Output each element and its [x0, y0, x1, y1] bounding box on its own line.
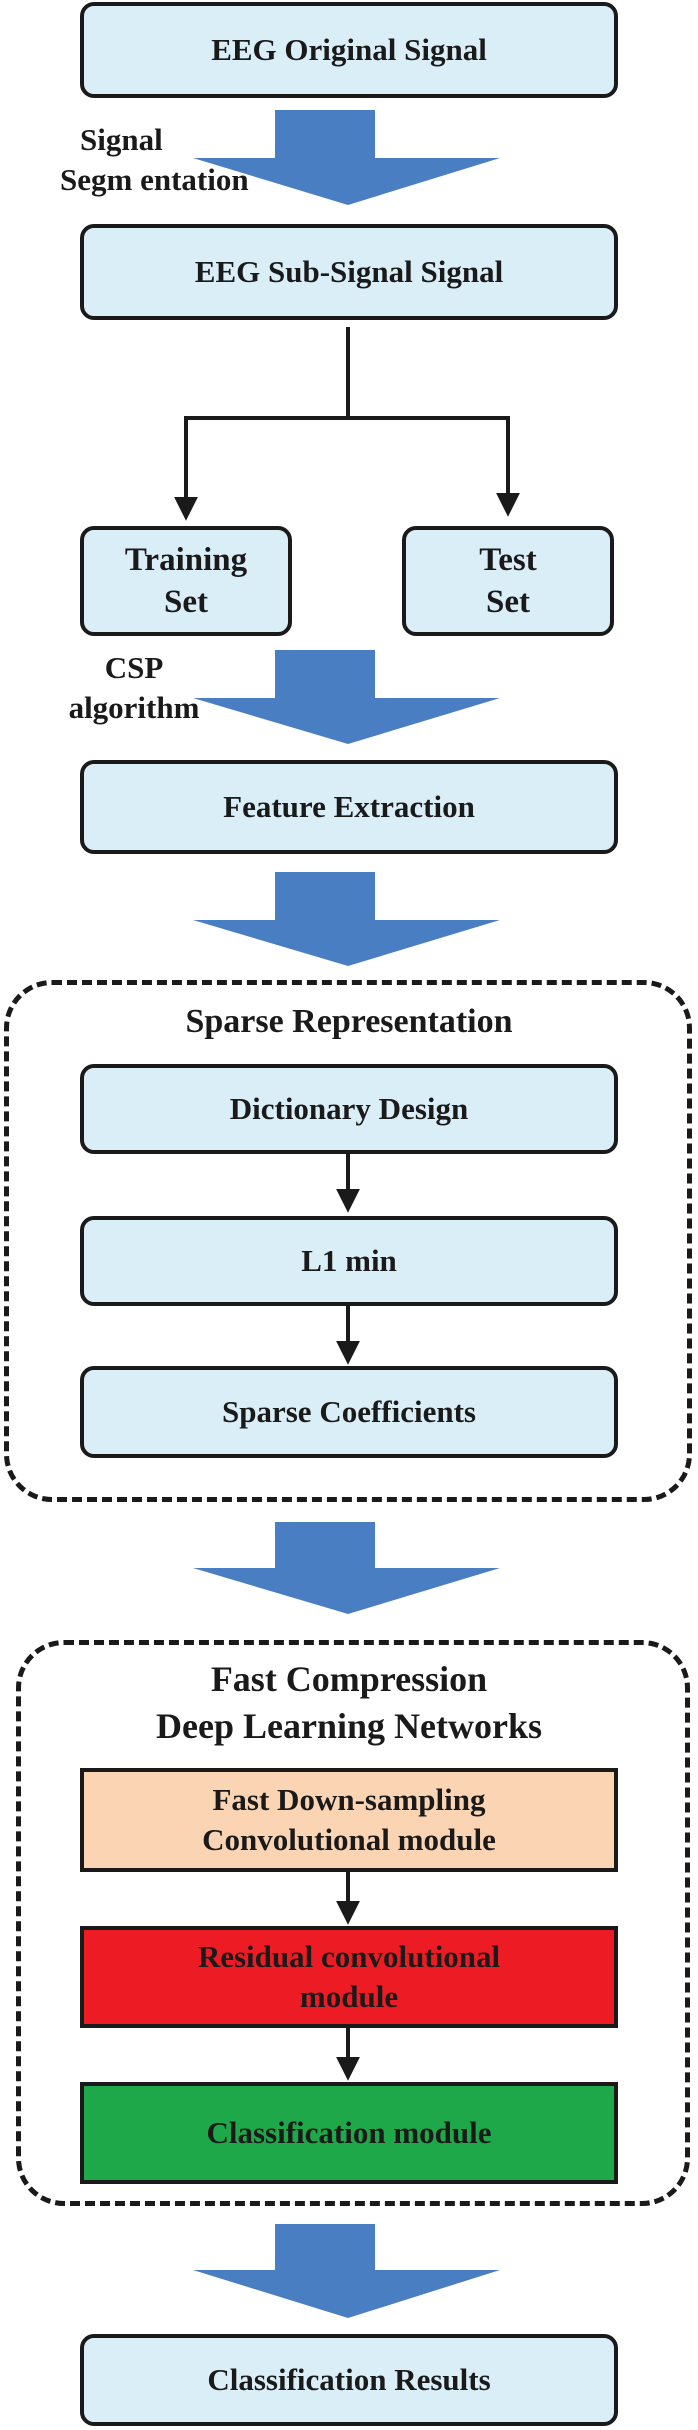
sparse-coefficients-text: Sparse Coefficients [222, 1394, 476, 1430]
feature-extraction-text: Feature Extraction [223, 789, 475, 825]
training-set-box: Training Set [80, 526, 292, 636]
residual-line1: Residual convolutional [197, 1939, 501, 1975]
feature-extraction-box: Feature Extraction [80, 760, 618, 854]
training-set-line2: Set [164, 584, 208, 620]
test-set-line2: Set [486, 584, 530, 620]
split-connector [184, 327, 508, 512]
residual-line2: module [299, 1979, 399, 2014]
eeg-sub-signal-text: EEG Sub-Signal Signal [194, 254, 504, 290]
deep-learning-title: Fast Compression Deep Learning Networks [60, 1656, 638, 1750]
eeg-sub-signal-box: EEG Sub-Signal Signal [80, 224, 618, 320]
classification-results-text: Classification Results [207, 2362, 491, 2398]
deep-learning-group [16, 1640, 690, 2206]
test-set-box: Test Set [402, 526, 614, 636]
deep-learning-title-line2: Deep Learning Networks [156, 1705, 542, 1746]
dictionary-design-text: Dictionary Design [229, 1091, 469, 1127]
sparse-representation-title: Sparse Representation [185, 1003, 513, 1040]
signal-segmentation-label: Signal Segm entation [60, 120, 280, 201]
sparse-coefficients-box: Sparse Coefficients [80, 1366, 618, 1458]
signal-segmentation-label-line2: Segm entation [60, 162, 249, 198]
classification-module-box: Classification module [80, 2082, 618, 2184]
eeg-original-signal-text: EEG Original Signal [211, 32, 487, 68]
csp-label-line1: CSP [104, 650, 164, 685]
fast-downsampling-line1: Fast Down-sampling [212, 1782, 486, 1818]
csp-label-line2: algorithm [68, 690, 200, 726]
classification-module-text: Classification module [206, 2115, 492, 2151]
training-set-line1: Training [124, 541, 248, 578]
classification-results-box: Classification Results [80, 2334, 618, 2426]
flow-arrow-to-deep-learning [193, 1522, 500, 1614]
signal-segmentation-label-line1: Signal [80, 122, 163, 157]
csp-algorithm-label: CSP algorithm [44, 648, 224, 729]
test-set-line1: Test [479, 541, 537, 578]
fast-downsampling-module-box: Fast Down-sampling Convolutional module [80, 1768, 618, 1872]
flow-arrow-to-sparse [193, 872, 500, 966]
residual-convolutional-module-box: Residual convolutional module [80, 1926, 618, 2028]
eeg-original-signal-box: EEG Original Signal [80, 2, 618, 98]
sparse-representation-group [4, 980, 692, 1502]
fast-downsampling-line2: Convolutional module [202, 1822, 496, 1857]
dictionary-design-box: Dictionary Design [80, 1064, 618, 1154]
flow-arrow-csp [193, 650, 500, 744]
l1-min-text: L1 min [301, 1243, 397, 1279]
deep-learning-title-line1: Fast Compression [210, 1659, 488, 1699]
flow-arrow-to-results [193, 2224, 500, 2318]
l1-min-box: L1 min [80, 1216, 618, 1306]
flow-arrow-segmentation [193, 110, 500, 205]
